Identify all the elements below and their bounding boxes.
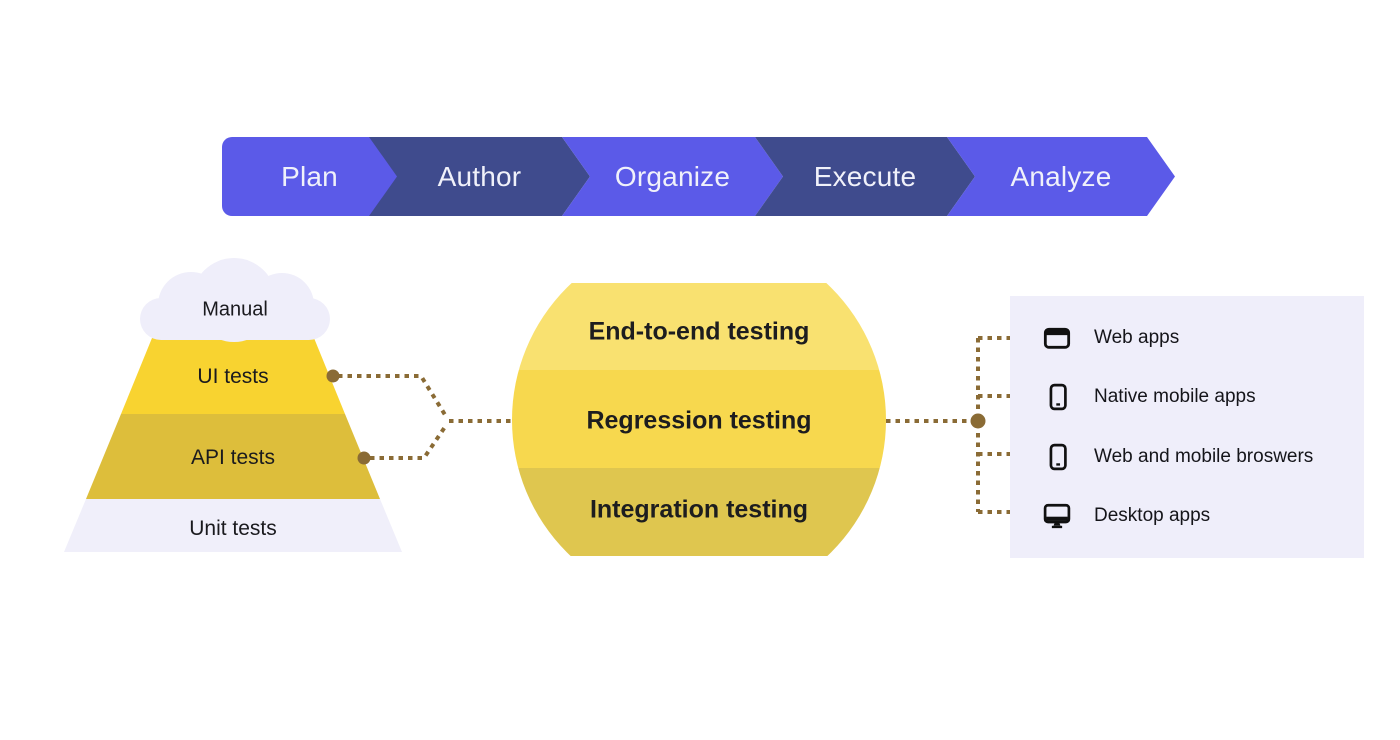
target-label: Web and mobile broswers (1094, 445, 1314, 467)
circle-band-integration (512, 468, 886, 556)
cloud-shape (140, 298, 330, 340)
circle-band-regression (512, 370, 886, 468)
connector-junction-dot (970, 413, 986, 429)
circle-band-end-to-end (512, 283, 886, 370)
desktop-monitor-icon (1042, 501, 1072, 531)
stage-execute: Execute (755, 137, 975, 216)
pyramid-label-unit-tests: Unit tests (189, 517, 277, 540)
target-label: Desktop apps (1094, 504, 1211, 526)
pyramid-level-unit-tests (64, 499, 402, 552)
list-item: Native mobile apps (1042, 379, 1364, 415)
list-item: Web apps (1042, 320, 1364, 356)
circle-label-regression: Regression testing (586, 406, 812, 435)
manual-cloud: Manual (140, 258, 330, 342)
stage-organize: Organize (562, 137, 783, 216)
pyramid-level-api-tests (86, 414, 380, 499)
circle-shape (512, 283, 886, 556)
stage-author: Author (369, 137, 590, 216)
list-item: Web and mobile broswers (1042, 439, 1364, 475)
circle-label-end-to-end: End-to-end testing (588, 317, 810, 346)
cloud-label: Manual (202, 298, 268, 321)
browser-window-icon (1042, 323, 1072, 353)
stage-analyze: Analyze (947, 137, 1175, 216)
testing-types-circle: End-to-end testing Regression testing In… (512, 283, 886, 556)
circle-label-integration: Integration testing (589, 495, 809, 524)
target-apps-panel: Web apps Native mobile apps Web and mobi… (1010, 296, 1364, 558)
mobile-phone-icon (1042, 382, 1072, 412)
target-label: Web apps (1094, 327, 1180, 348)
target-label: Native mobile apps (1094, 386, 1256, 408)
mobile-device-icon (1042, 442, 1072, 472)
testing-pyramid: UI tests API tests Unit tests (64, 338, 402, 552)
list-item: Desktop apps (1042, 498, 1364, 534)
pyramid-label-api-tests: API tests (190, 446, 276, 469)
pyramid-level-ui-tests (121, 338, 345, 414)
pyramid-label-ui-tests: UI tests (197, 365, 269, 388)
